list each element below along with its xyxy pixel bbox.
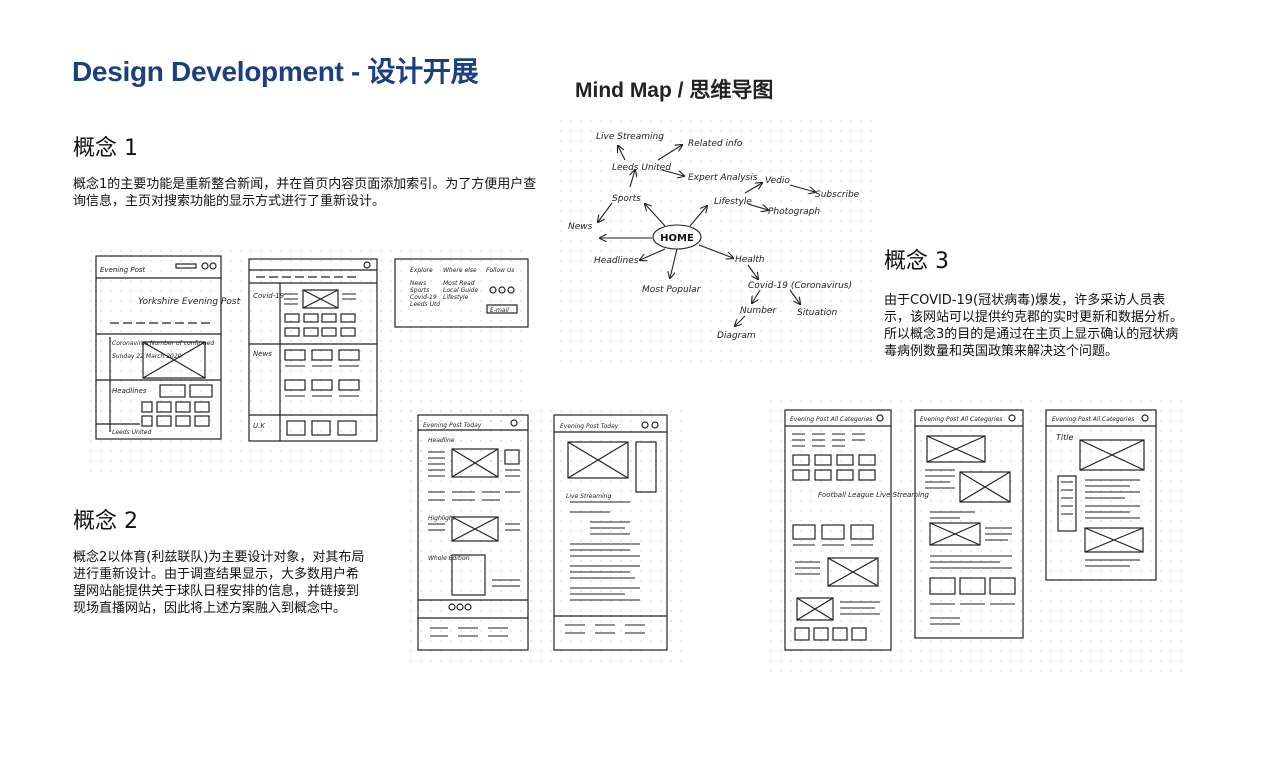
- concept-3-home-labels: Evening Post All Categories Football Lea…: [790, 416, 929, 499]
- concept-1-grid-paper: [90, 245, 530, 475]
- footer-follow-label: Follow Us: [486, 267, 514, 274]
- concept-3-heading: 概念 3: [884, 249, 949, 274]
- mindmap-node-headlines: Headlines: [594, 256, 639, 266]
- mindmap-node-leeds-united: Leeds United: [612, 163, 671, 173]
- mindmap-node-situation: Situation: [797, 308, 837, 318]
- footer-explore-label: Explore: [410, 267, 433, 274]
- mindmap-node-diagram: Diagram: [717, 331, 756, 341]
- mindmap-node-subscribe: Subscribe: [815, 190, 860, 200]
- concept-2-home-labels: Evening Post Today Headline Highlight Wh…: [423, 422, 482, 562]
- concept-2-article-labels: Evening Post Today Live Streaming: [560, 423, 619, 500]
- concept-3-article-labels: Evening Post All Categories Title: [1052, 416, 1134, 442]
- c3-title-label: Title: [1056, 433, 1073, 442]
- footer-lifestyle-label: Lifestyle: [443, 294, 469, 301]
- mindmap-node-photograph: Photograph: [768, 207, 820, 217]
- concept-1-description: 概念1的主要功能是重新整合新闻，并在首页内容页面添加索引。为了方便用户查询信息，…: [73, 177, 537, 209]
- footer-email-label: E-mail: [490, 307, 509, 314]
- footer-where-label: Where else: [443, 267, 477, 274]
- mindmap-title: Mind Map / 思维导图: [575, 79, 774, 102]
- concept-2-wireframe-article: [553, 414, 668, 651]
- concept-1-footer-labels: Explore News Sports Covid-19 Leeds Utd W…: [410, 267, 514, 314]
- mindmap-node-most-popular: Most Popular: [642, 285, 702, 295]
- footer-sports-label: Sports: [410, 287, 429, 294]
- mindmap-node-expert-analysis: Expert Analysis: [688, 173, 758, 183]
- mindmap-node-sports: Sports: [612, 194, 641, 204]
- c3-category-brand-label: Evening Post All Categories: [920, 416, 1002, 423]
- concept-1-sections-textlines: [284, 293, 359, 397]
- concept-1-wireframe-footer: [394, 258, 529, 328]
- concept-3-grid-paper: [770, 395, 1185, 680]
- mindmap-center-label: HOME: [660, 233, 694, 244]
- c2-article-brand-label: Evening Post Today: [560, 423, 619, 430]
- mindmap-node-health: Health: [735, 255, 765, 265]
- concept-1-wireframe-sections: [248, 258, 378, 442]
- c1-hero-label: Yorkshire Evening Post: [138, 297, 241, 307]
- concept-2-description: 概念2以体育(利兹联队)为主要设计对象，对其布局进行重新设计。由于调查结果显示，…: [73, 550, 365, 616]
- concept-3-description: 由于COVID-19(冠状病毒)爆发，许多采访人员表示，该网站可以提供约克郡的实…: [884, 293, 1184, 359]
- concept-1-heading: 概念 1: [73, 136, 138, 161]
- footer-news-label: News: [410, 280, 426, 287]
- c1-headlines-label: Headlines: [112, 387, 147, 395]
- mindmap-node-number: Number: [740, 306, 777, 316]
- concept-3-category-labels: Evening Post All Categories: [920, 416, 1002, 423]
- concept-2-grid-paper: [405, 405, 690, 670]
- mindmap-center-node: [652, 224, 702, 250]
- c2-whole-edition-label: Whole Edition: [428, 555, 470, 562]
- mindmap-node-news: News: [568, 222, 593, 232]
- concept-3-wireframe-category: [914, 409, 1024, 639]
- c2-brand-label: Evening Post Today: [423, 422, 482, 429]
- concept-3-wireframe-article: [1045, 409, 1157, 581]
- mindmap-grid-paper: [555, 118, 880, 368]
- c1-covid-label: Coronavirus Number of confirmed: [112, 340, 214, 347]
- concept-3-category-textlines: [925, 469, 1015, 625]
- concept-2-heading: 概念 2: [73, 509, 138, 534]
- concept-2-home-textlines: [428, 451, 520, 637]
- concept-2-article-textlines: [565, 501, 645, 634]
- mindmap-labels: Live Streaming Related info Leeds United…: [568, 132, 860, 341]
- c2-live-label: Live Streaming: [566, 493, 611, 500]
- c3-football-label: Football League Live Streaming: [818, 491, 929, 499]
- footer-mostread-label: Most Read: [443, 280, 475, 287]
- concept-3-home-textlines: [792, 433, 880, 615]
- c3-article-brand-label: Evening Post All Categories: [1052, 416, 1134, 423]
- concept-1-wireframe-home: [95, 255, 222, 440]
- concept-1-sections-labels: Covid-19 News U.K: [253, 292, 285, 430]
- c1-brand-label: Evening Post: [100, 266, 146, 274]
- page-title: Design Development - 设计开展: [72, 56, 479, 87]
- c3-brand-label: Evening Post All Categories: [790, 416, 872, 423]
- footer-leeds-label: Leeds Utd: [410, 301, 440, 308]
- c2-highlight-label: Highlight: [428, 515, 456, 522]
- concept-3-wireframe-home: [784, 409, 892, 651]
- c1-section-covid-label: Covid-19: [253, 292, 285, 300]
- c1-leeds-label: Leeds United: [112, 429, 151, 436]
- mindmap-node-live-streaming: Live Streaming: [596, 132, 664, 142]
- c1-date-label: Sunday 22 March 2020: [112, 353, 182, 360]
- c2-headline-label: Headline: [428, 437, 455, 444]
- concept-3-article-textlines: [1061, 479, 1140, 567]
- concept-1-home-labels: Evening Post Yorkshire Evening Post Coro…: [100, 266, 241, 436]
- mindmap-node-vedio: Vedio: [765, 176, 790, 186]
- mindmap-node-lifestyle: Lifestyle: [714, 197, 752, 207]
- footer-covid-label: Covid-19: [410, 294, 437, 301]
- c1-section-uk-label: U.K: [253, 422, 266, 430]
- c1-section-news-label: News: [253, 350, 272, 358]
- mindmap-node-covid: Covid-19 (Coronavirus): [748, 281, 852, 291]
- mindmap-diagram: HOME: [598, 145, 815, 326]
- mindmap-node-related-info: Related info: [688, 139, 743, 149]
- footer-localguide-label: Local Guide: [443, 287, 478, 294]
- concept-2-wireframe-home: [417, 414, 529, 651]
